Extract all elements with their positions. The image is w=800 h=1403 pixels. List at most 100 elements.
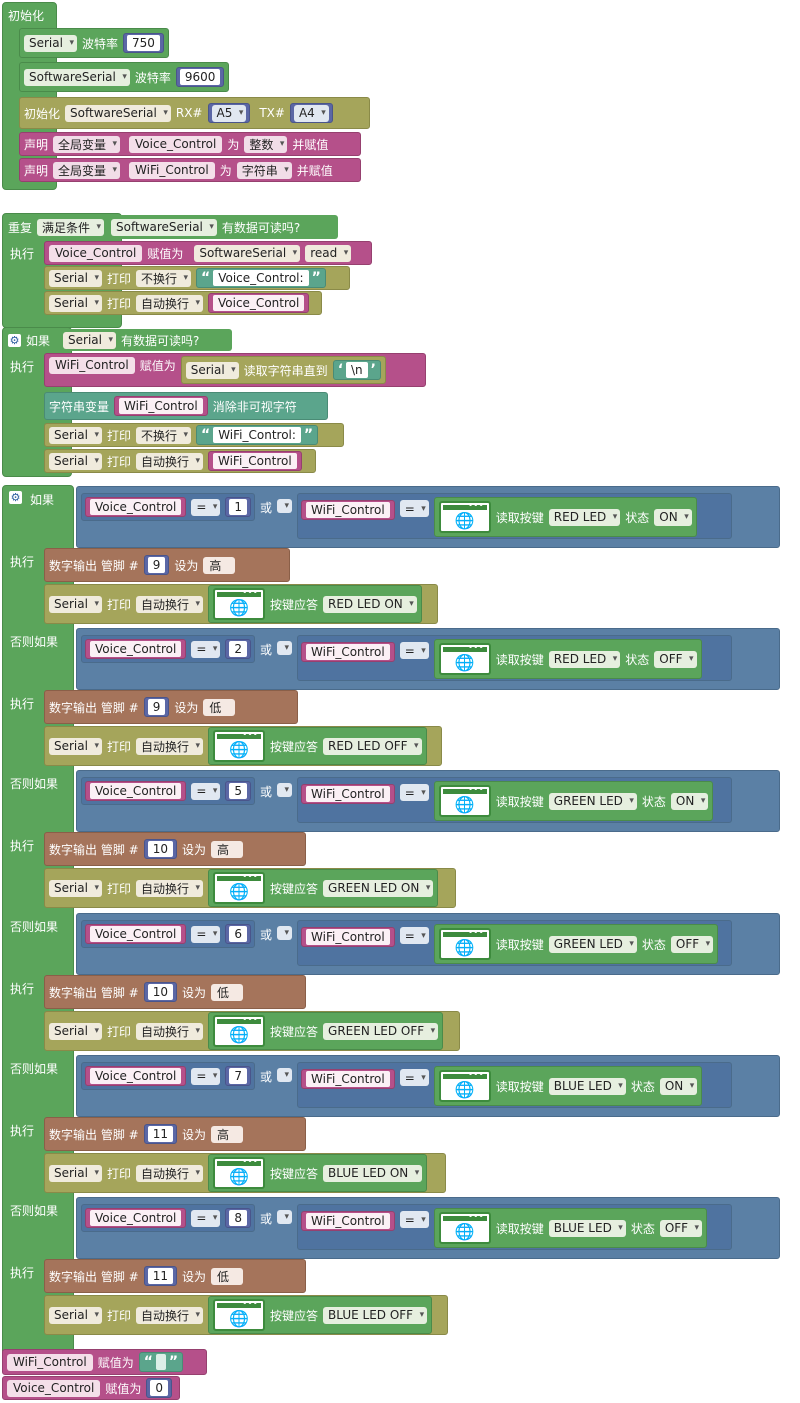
print-wifi-label[interactable]: Serial 打印 不换行 “WiFi_Control:” <box>44 423 344 447</box>
assign-voice[interactable]: Voice_Control 赋值为 SoftwareSerial read <box>44 241 372 265</box>
reply-select[interactable]: GREEN LED ON <box>323 879 434 897</box>
soft-port-select[interactable]: SoftwareSerial <box>24 68 130 86</box>
compare-number[interactable]: 5 <box>229 783 248 799</box>
print-reply[interactable]: Serial 打印 自动换行 •••🌐 按键应答 RED LED ON <box>44 584 438 624</box>
button-select[interactable]: RED LED <box>548 650 621 668</box>
declare-wifi[interactable]: 声明 全局变量 WiFi_Control 为 字符串 并赋值 <box>19 158 361 182</box>
read-button-block[interactable]: •••🌐 读取按键 BLUE LED 状态 ON <box>433 1066 703 1106</box>
wifi-var[interactable]: WiFi_Control <box>306 786 390 802</box>
or-condition[interactable]: Voice_Control = 5 或 WiFi_Control = •••🌐 … <box>76 770 780 832</box>
or-condition[interactable]: Voice_Control = 1 或 WiFi_Control = •••🌐 … <box>76 486 780 548</box>
eq-select[interactable]: = <box>399 784 429 801</box>
digital-write[interactable]: 数字输出 管脚 # 9 设为 高 <box>44 548 290 582</box>
button-select[interactable]: GREEN LED <box>548 935 637 953</box>
print-wifi-value[interactable]: Serial 打印 自动换行 WiFi_Control <box>44 449 316 473</box>
if-chain-block[interactable] <box>2 485 74 1355</box>
print-voice-label[interactable]: Serial 打印 不换行 “Voice_Control:” <box>44 266 350 290</box>
digital-write[interactable]: 数字输出 管脚 # 11 设为 高 <box>44 1117 306 1151</box>
soft-baud-block[interactable]: SoftwareSerial 波特率 9600 <box>19 62 230 92</box>
pin-number[interactable]: 10 <box>147 841 173 857</box>
soft-init-port[interactable]: SoftwareSerial <box>65 104 171 122</box>
eq-select[interactable]: = <box>399 1211 429 1228</box>
read-button-block[interactable]: •••🌐 读取按键 GREEN LED 状态 ON <box>433 781 714 821</box>
level-select[interactable]: 低 <box>203 698 236 716</box>
state-select[interactable]: ON <box>654 508 692 526</box>
reply-select[interactable]: RED LED ON <box>323 595 417 613</box>
eq-select[interactable]: = <box>191 925 221 943</box>
read-button-block[interactable]: •••🌐 读取按键 RED LED 状态 ON <box>433 497 697 537</box>
or-condition[interactable]: Voice_Control = 8 或 WiFi_Control = •••🌐 … <box>76 1197 780 1259</box>
wifi-var[interactable]: WiFi_Control <box>306 1071 390 1087</box>
reply-select[interactable]: RED LED OFF <box>323 737 422 755</box>
state-select[interactable]: OFF <box>670 935 714 953</box>
compare-number[interactable]: 8 <box>229 1210 248 1226</box>
wifi-var[interactable]: WiFi_Control <box>306 502 390 518</box>
serial-baud-block[interactable]: Serial 波特率 750 <box>19 28 169 58</box>
print-reply[interactable]: Serial 打印 自动换行 •••🌐 按键应答 BLUE LED OFF <box>44 1295 448 1335</box>
compare-number[interactable]: 1 <box>229 499 248 515</box>
compare-number[interactable]: 6 <box>229 926 248 942</box>
button-select[interactable]: BLUE LED <box>548 1077 626 1095</box>
compare-number[interactable]: 7 <box>229 1068 248 1084</box>
state-select[interactable]: ON <box>670 792 709 810</box>
reply-block[interactable]: •••🌐 按键应答 GREEN LED OFF <box>208 1012 444 1050</box>
or-condition[interactable]: Voice_Control = 7 或 WiFi_Control = •••🌐 … <box>76 1055 780 1117</box>
level-select[interactable]: 高 <box>210 1125 243 1143</box>
eq-select[interactable]: = <box>191 782 221 800</box>
declare-voice[interactable]: 声明 全局变量 Voice_Control 为 整数 并赋值 <box>19 132 361 156</box>
wifi-reset[interactable]: WiFi_Control 赋值为 “” <box>2 1349 207 1375</box>
button-select[interactable]: RED LED <box>548 508 621 526</box>
voice-var[interactable]: Voice_Control <box>90 641 182 657</box>
digital-write[interactable]: 数字输出 管脚 # 9 设为 低 <box>44 690 298 724</box>
button-select[interactable]: BLUE LED <box>548 1219 626 1237</box>
reply-select[interactable]: BLUE LED OFF <box>323 1306 428 1324</box>
voice-var[interactable]: Voice_Control <box>90 499 182 515</box>
eq-select[interactable]: = <box>399 927 429 944</box>
digital-write[interactable]: 数字输出 管脚 # 10 设为 低 <box>44 975 306 1009</box>
reply-select[interactable]: GREEN LED OFF <box>323 1022 439 1040</box>
eq-select[interactable]: = <box>191 1209 221 1227</box>
wifi-var[interactable]: WiFi_Control <box>306 929 390 945</box>
button-select[interactable]: GREEN LED <box>548 792 637 810</box>
print-reply[interactable]: Serial 打印 自动换行 •••🌐 按键应答 RED LED OFF <box>44 726 442 766</box>
read-button-block[interactable]: •••🌐 读取按键 RED LED 状态 OFF <box>433 639 702 679</box>
voice-reset[interactable]: Voice_Control 赋值为 0 <box>2 1376 180 1400</box>
or-condition[interactable]: Voice_Control = 2 或 WiFi_Control = •••🌐 … <box>76 628 780 690</box>
reply-block[interactable]: •••🌐 按键应答 GREEN LED ON <box>208 869 439 907</box>
level-select[interactable]: 高 <box>210 840 243 858</box>
state-select[interactable]: OFF <box>659 1219 703 1237</box>
print-reply[interactable]: Serial 打印 自动换行 •••🌐 按键应答 BLUE LED ON <box>44 1153 446 1193</box>
tx-select[interactable]: A4 <box>293 104 329 122</box>
wifi-var[interactable]: WiFi_Control <box>306 644 390 660</box>
or-condition[interactable]: Voice_Control = 6 或 WiFi_Control = •••🌐 … <box>76 913 780 975</box>
state-select[interactable]: OFF <box>654 650 697 668</box>
eq-select[interactable]: = <box>399 500 429 517</box>
wifi-var[interactable]: WiFi_Control <box>306 1213 390 1229</box>
pin-number[interactable]: 11 <box>147 1268 173 1284</box>
pin-number[interactable]: 9 <box>147 557 166 573</box>
print-reply[interactable]: Serial 打印 自动换行 •••🌐 按键应答 GREEN LED ON <box>44 868 456 908</box>
soft-baud-value[interactable]: 9600 <box>179 69 221 85</box>
print-voice-value[interactable]: Serial 打印 自动换行 Voice_Control <box>44 291 322 315</box>
print-reply[interactable]: Serial 打印 自动换行 •••🌐 按键应答 GREEN LED OFF <box>44 1011 460 1051</box>
reply-block[interactable]: •••🌐 按键应答 RED LED OFF <box>208 727 427 765</box>
compare-number[interactable]: 2 <box>229 641 248 657</box>
gear-icon[interactable]: ⚙ <box>9 491 22 504</box>
voice-var[interactable]: Voice_Control <box>90 1210 182 1226</box>
eq-select[interactable]: = <box>191 640 221 658</box>
pin-number[interactable]: 11 <box>147 1126 173 1142</box>
state-select[interactable]: ON <box>659 1077 698 1095</box>
serial-port-select[interactable]: Serial <box>24 34 77 52</box>
eq-select[interactable]: = <box>399 642 429 659</box>
voice-var[interactable]: Voice_Control <box>90 926 182 942</box>
level-select[interactable]: 低 <box>210 983 243 1001</box>
gear-icon[interactable]: ⚙ <box>8 333 21 347</box>
assign-wifi[interactable]: WiFi_Control 赋值为 Serial 读取字符串直到 ‘\n’ <box>44 353 426 387</box>
digital-write[interactable]: 数字输出 管脚 # 11 设为 低 <box>44 1259 306 1293</box>
eq-select[interactable]: = <box>191 1067 221 1085</box>
pin-number[interactable]: 9 <box>147 699 166 715</box>
eq-select[interactable]: = <box>191 498 221 516</box>
rx-select[interactable]: A5 <box>211 104 247 122</box>
read-button-block[interactable]: •••🌐 读取按键 GREEN LED 状态 OFF <box>433 924 719 964</box>
level-select[interactable]: 低 <box>210 1267 243 1285</box>
